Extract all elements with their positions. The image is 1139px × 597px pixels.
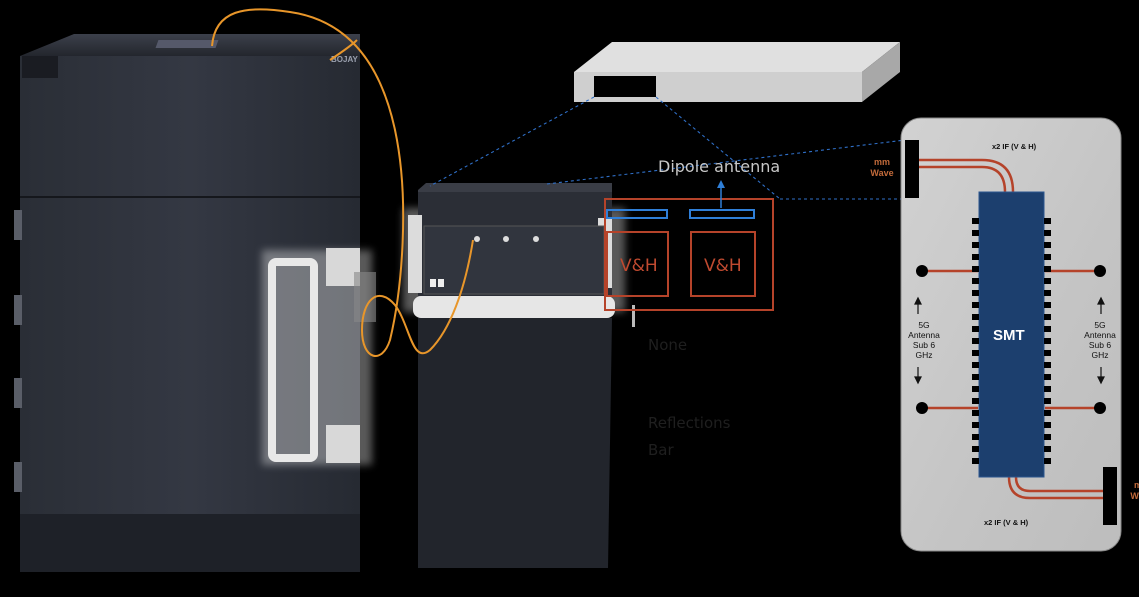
chamber-logo: [155, 40, 219, 48]
chip-pin: [1044, 374, 1051, 380]
antenna-dot: [1094, 265, 1106, 277]
chip-pin: [1044, 458, 1051, 464]
chip-pin: [972, 362, 979, 368]
bench-handle-left[interactable]: [408, 215, 422, 293]
chip-pin: [1044, 314, 1051, 320]
dashed-links: [429, 96, 906, 200]
chip-pin: [972, 314, 979, 320]
chip-pin: [972, 290, 979, 296]
chip-pin: [972, 230, 979, 236]
side-latch: [14, 210, 22, 240]
chip-pin: [972, 434, 979, 440]
faded-label: Reflections: [648, 414, 731, 432]
chip-pin: [1044, 350, 1051, 356]
chip-pin: [972, 350, 979, 356]
if-label-bottom: x2 IF (V & H): [984, 518, 1029, 527]
antenna-dot: [1094, 402, 1106, 414]
bench-chamber: [403, 183, 635, 568]
bench-tray: [413, 296, 615, 318]
chip-pin: [972, 386, 979, 392]
phone-dut: [900, 117, 1122, 552]
chip-pin: [1044, 398, 1051, 404]
chip-pin: [1044, 326, 1051, 332]
antenna-dot: [916, 402, 928, 414]
chip-pin: [1044, 218, 1051, 224]
chip-pin: [1044, 422, 1051, 428]
chamber-brand: BOJAY: [331, 55, 358, 64]
bench-stand: [418, 318, 612, 568]
chip-pin: [972, 410, 979, 416]
faded-label: None: [648, 336, 688, 354]
chip-pin: [972, 278, 979, 284]
chip-pin: [1044, 446, 1051, 452]
faded-label: Bar: [648, 441, 674, 459]
arrow-up-icon: [717, 180, 725, 188]
chip-pin: [972, 266, 979, 272]
chamber-label-plate: [22, 56, 58, 78]
chip-pin: [1044, 290, 1051, 296]
chip-pin: [972, 398, 979, 404]
chip-pin: [972, 458, 979, 464]
rf-cable: [211, 8, 474, 357]
side-latch: [14, 378, 22, 408]
handle-hinge-bottom: [326, 425, 360, 463]
if-traces: [919, 158, 1103, 500]
if-label-top: x2 IF (V & H): [992, 142, 1037, 151]
chip-pin: [1044, 386, 1051, 392]
chip-pin: [972, 374, 979, 380]
dipole-element-left: [606, 209, 668, 219]
chamber-door-handle[interactable]: [268, 258, 318, 462]
chip-pin: [1044, 254, 1051, 260]
vh-patch-right: [690, 231, 756, 297]
shield-chamber-large: BOJAY: [14, 34, 376, 572]
side-latch: [14, 295, 22, 325]
antenna-dot: [916, 265, 928, 277]
chip-pin: [1044, 362, 1051, 368]
chip-pin: [972, 326, 979, 332]
chip-pin: [1044, 338, 1051, 344]
antenna-arrows: [914, 296, 1105, 385]
chip-pin: [1044, 230, 1051, 236]
chip-pin: [1044, 266, 1051, 272]
chip-pin: [972, 302, 979, 308]
chip-pin: [1044, 278, 1051, 284]
chip-pin: [972, 446, 979, 452]
vh-label-right: V&H: [704, 256, 742, 276]
side-latch: [14, 462, 22, 492]
chip-pin: [1044, 302, 1051, 308]
chip-pin: [972, 422, 979, 428]
dipole-element-right: [689, 209, 755, 219]
chip-pin: [1044, 434, 1051, 440]
chip-pin: [1044, 410, 1051, 416]
dipole-antenna-label: Dipole antenna: [658, 157, 781, 176]
fixture-box: [574, 42, 900, 102]
antenna-diagram: [604, 180, 774, 311]
smt-chip-label: SMT: [993, 327, 1025, 344]
vh-label-left: V&H: [620, 256, 658, 276]
chip-pin: [972, 242, 979, 248]
chip-pin: [972, 254, 979, 260]
mmwave-module-bottom: [1103, 467, 1117, 525]
chip-pin: [1044, 242, 1051, 248]
smt-chip: [972, 191, 1051, 478]
vh-patch-left: [606, 231, 669, 297]
mmwave-module-top: [905, 140, 919, 198]
chip-pin: [972, 338, 979, 344]
antenna-module-outline: [604, 198, 774, 311]
fixture-slot: [594, 76, 656, 97]
chip-pin: [972, 218, 979, 224]
